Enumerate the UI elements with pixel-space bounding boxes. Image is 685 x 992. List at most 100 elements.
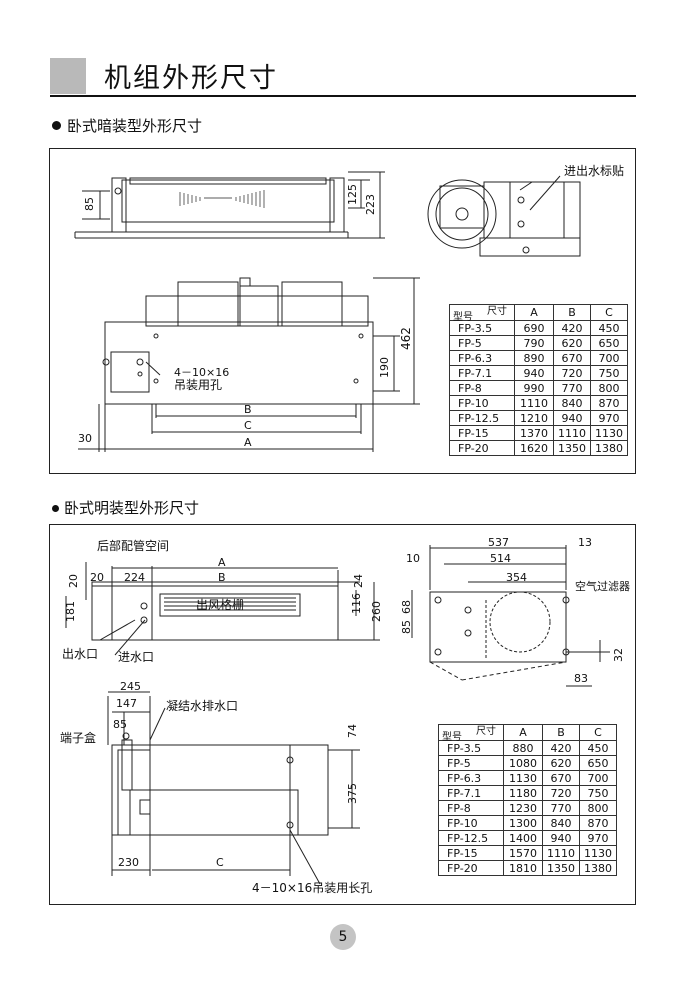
table-cell: 940 xyxy=(514,365,554,381)
title-rule xyxy=(50,95,636,97)
terminal-box-label: 端子盒 xyxy=(60,730,96,745)
dim-a2-label: A xyxy=(218,556,226,569)
table-cell: 690 xyxy=(514,320,554,336)
table-cell: 1350 xyxy=(553,440,591,456)
exposed-top-view xyxy=(65,562,380,656)
header-size: 尺寸 xyxy=(487,306,507,317)
rear-pipe-label: 后部配管空间 xyxy=(97,538,169,553)
table-cell: 650 xyxy=(590,335,628,351)
table-cell: 970 xyxy=(579,830,617,846)
dim-85-2-label: 85 xyxy=(400,620,413,634)
table-cell: 990 xyxy=(514,380,554,396)
dim-181-label: 181 xyxy=(64,601,77,622)
table-cell: 620 xyxy=(553,335,591,351)
table-cell: 700 xyxy=(590,350,628,366)
dim-260-label: 260 xyxy=(370,601,383,622)
table-cell: 970 xyxy=(590,410,628,426)
table-cell: 940 xyxy=(553,410,591,426)
bullet-icon xyxy=(52,121,61,130)
table-cell: FP-7.1 xyxy=(438,785,504,801)
dim-354-label: 354 xyxy=(506,571,527,584)
table-cell: FP-15 xyxy=(449,425,515,441)
table-cell: 840 xyxy=(542,815,580,831)
dim-68-label: 68 xyxy=(400,600,413,614)
table-cell: 700 xyxy=(579,770,617,786)
dim-b-label: B xyxy=(244,403,252,416)
dim-20a-label: 20 xyxy=(67,574,80,588)
table-header-row: 型号尺寸 A B C xyxy=(449,304,628,323)
table-cell: FP-10 xyxy=(449,395,515,411)
concealed-side-view xyxy=(74,171,385,239)
water-label-text: 进出水标贴 xyxy=(564,164,624,178)
col-a: A xyxy=(514,304,554,321)
table-cell: 1230 xyxy=(503,800,543,816)
table-cell: 1400 xyxy=(503,830,543,846)
air-filter-label: 空气过滤器 xyxy=(575,579,630,593)
table-diag-header: 型号 尺寸 xyxy=(449,304,515,323)
header-model: 型号 xyxy=(453,312,473,323)
dim-230-label: 230 xyxy=(118,856,139,869)
table-cell: 720 xyxy=(542,785,580,801)
table-cell: 1110 xyxy=(514,395,554,411)
slot-desc-label: 4－10×16吊装用长孔 xyxy=(252,881,372,895)
dim-537-label: 537 xyxy=(488,536,509,549)
header-size: 尺寸 xyxy=(476,726,496,737)
water-out-label: 出水口 xyxy=(62,647,98,661)
page-number: 5 xyxy=(330,924,356,950)
dim-c2-label: C xyxy=(216,856,224,869)
table-cell: 1130 xyxy=(579,845,617,861)
table-cell: 890 xyxy=(514,350,554,366)
dim-b2-label: B xyxy=(218,571,226,584)
table-cell: FP-12.5 xyxy=(449,410,515,426)
hole-spec-label: 4－10×16 xyxy=(174,366,229,379)
concealed-top-view xyxy=(78,277,420,452)
table-cell: 750 xyxy=(579,785,617,801)
dim-30-label: 30 xyxy=(78,432,92,445)
col-b: B xyxy=(542,724,580,741)
table-cell: FP-3.5 xyxy=(449,320,515,336)
col-c: C xyxy=(579,724,617,741)
dim-190-label: 190 xyxy=(378,357,391,378)
table-cell: 800 xyxy=(579,800,617,816)
dim-125-label: 125 xyxy=(346,184,359,205)
table-cell: 1380 xyxy=(579,860,617,876)
table-cell: FP-20 xyxy=(438,860,504,876)
grille-label: 出风格栅 xyxy=(196,597,244,612)
dim-20b-label: 20 xyxy=(90,571,104,584)
table-cell: 1620 xyxy=(514,440,554,456)
table-cell: 1300 xyxy=(503,815,543,831)
table-cell: FP-5 xyxy=(449,335,515,351)
table-cell: 1110 xyxy=(553,425,591,441)
dim-83-label: 83 xyxy=(574,672,588,685)
section1-heading: 卧式暗装型外形尺寸 xyxy=(52,115,202,136)
col-c: C xyxy=(590,304,628,321)
table-cell: FP-6.3 xyxy=(449,350,515,366)
dim-13-label: 13 xyxy=(578,536,592,549)
dim-223-label: 223 xyxy=(364,194,377,215)
table-cell: 670 xyxy=(542,770,580,786)
hole-desc-label: 吊装用孔 xyxy=(174,378,222,392)
table-cell: 1210 xyxy=(514,410,554,426)
table-cell: 420 xyxy=(542,740,580,756)
table-cell: 790 xyxy=(514,335,554,351)
table-cell: 450 xyxy=(590,320,628,336)
table-header-row: 型号尺寸 A B C xyxy=(438,724,617,743)
table-cell: 1130 xyxy=(503,770,543,786)
table-cell: 770 xyxy=(542,800,580,816)
water-in-label: 进水口 xyxy=(118,650,154,664)
dim-24-label: 24 xyxy=(352,574,365,588)
table-cell: 1370 xyxy=(514,425,554,441)
dim-147-label: 147 xyxy=(116,697,137,710)
table-cell: 1080 xyxy=(503,755,543,771)
